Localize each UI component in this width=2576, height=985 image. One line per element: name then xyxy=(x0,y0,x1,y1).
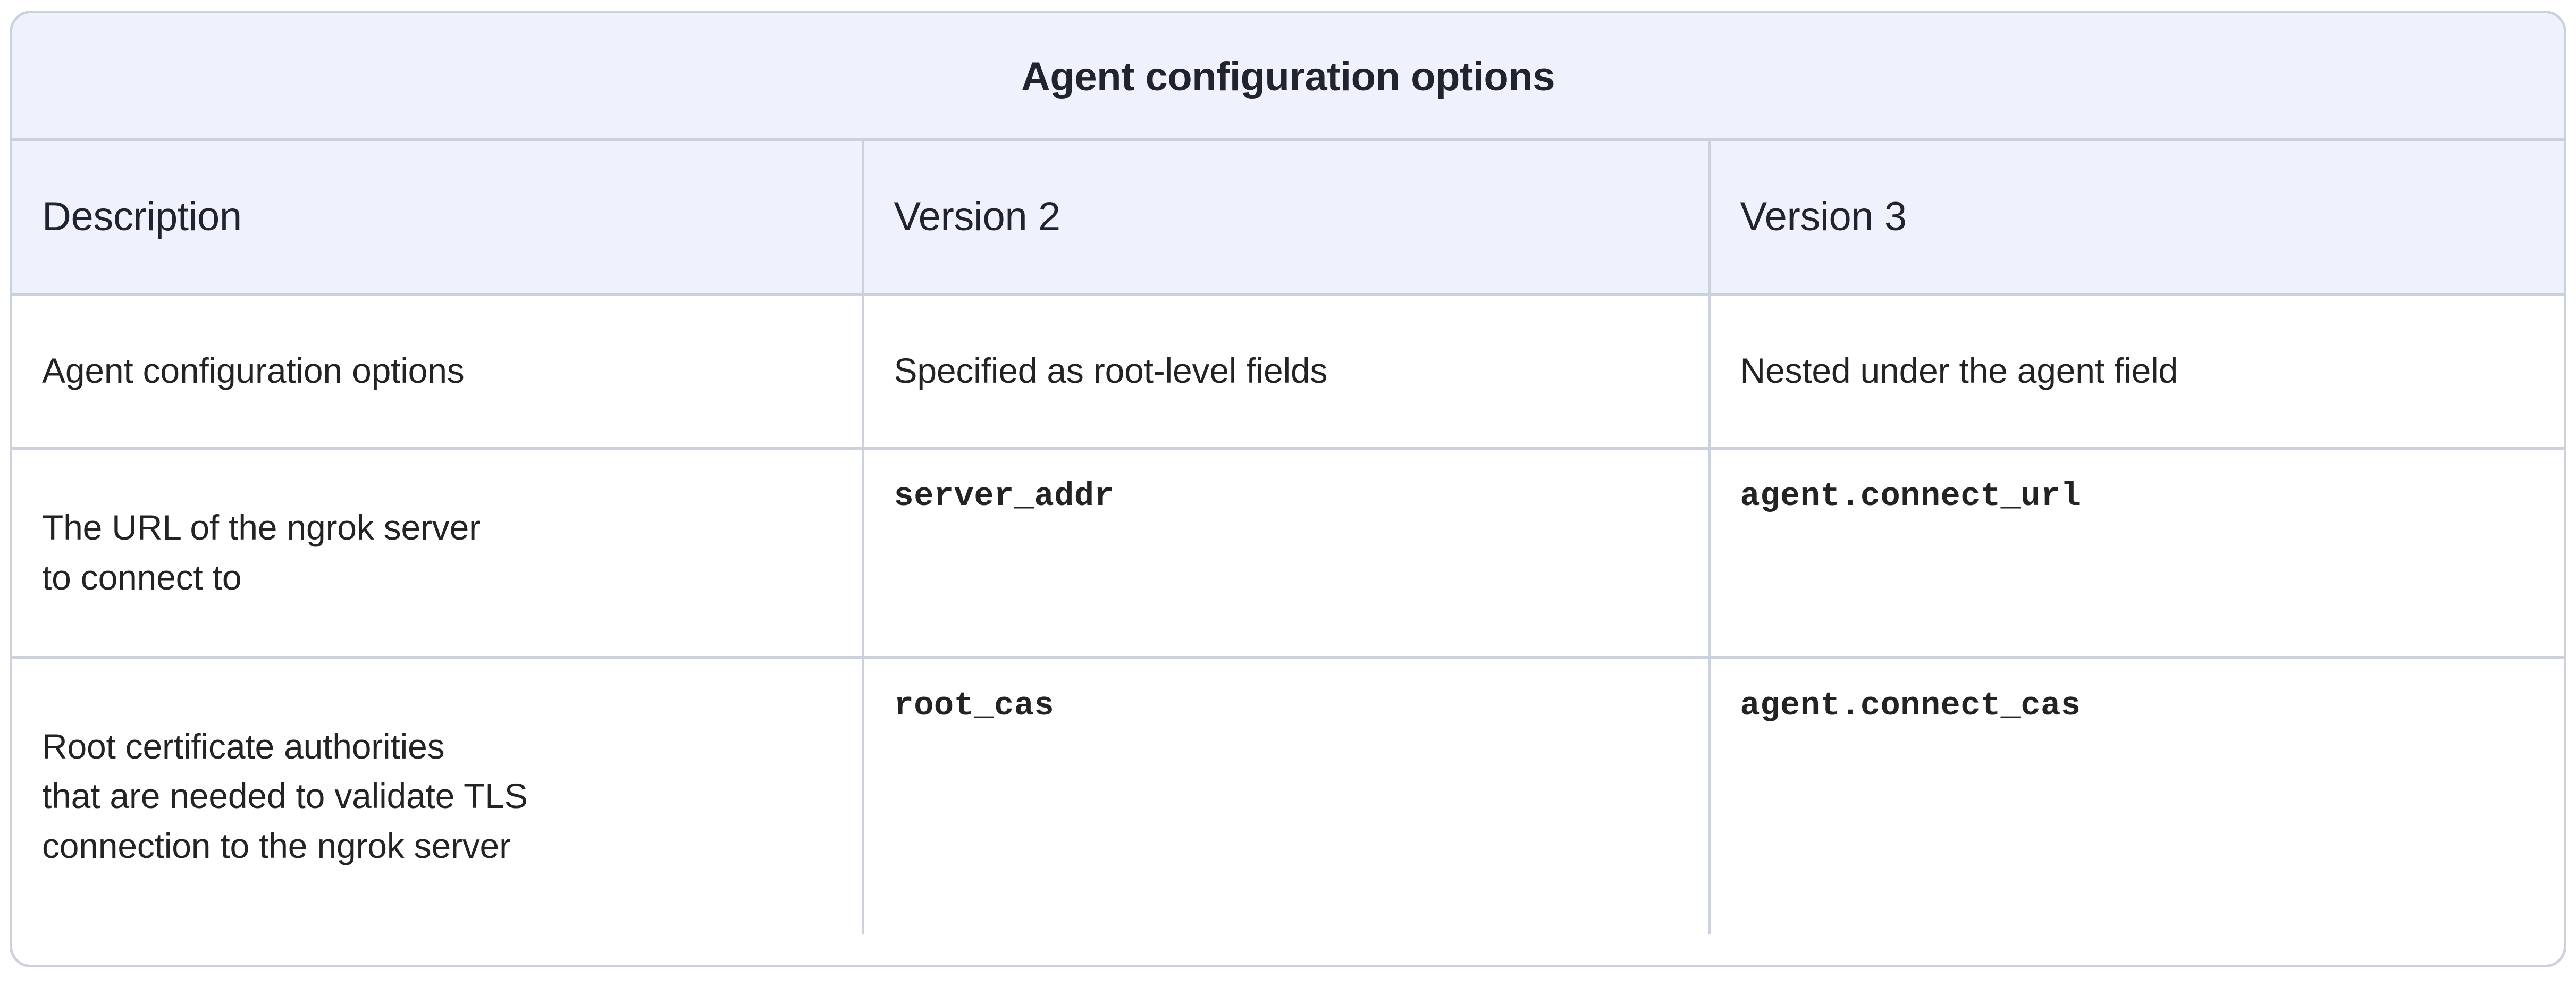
agent-configuration-table-frame: Agent configuration options Description … xyxy=(10,11,2566,967)
table-row: The URL of the ngrok server to connect t… xyxy=(12,448,2564,659)
column-header-version-3: Version 3 xyxy=(1709,141,2564,296)
description-line: that are needed to validate TLS xyxy=(42,776,528,816)
description-line: The URL of the ngrok server xyxy=(42,508,481,548)
cell-version-2: Specified as root-level fields xyxy=(863,294,1711,450)
description-line: to connect to xyxy=(42,558,242,597)
table-row: Root certificate authorities that are ne… xyxy=(12,658,2564,934)
table-body: Agent configuration options Specified as… xyxy=(12,294,2564,934)
description-line: connection to the ngrok server xyxy=(42,826,511,866)
agent-configuration-table: Agent configuration options Description … xyxy=(12,13,2564,934)
cell-description: Agent configuration options xyxy=(12,294,864,450)
cell-version-3: Nested under the agent field xyxy=(1709,294,2564,450)
cell-description: Root certificate authorities that are ne… xyxy=(12,658,864,934)
table-row: Agent configuration options Specified as… xyxy=(12,294,2564,450)
cell-version-3-code: agent.connect_url xyxy=(1709,448,2564,659)
column-header-description: Description xyxy=(12,141,864,296)
header-row: Description Version 2 Version 3 xyxy=(12,141,2564,296)
cell-version-2-code: server_addr xyxy=(863,448,1711,659)
column-header-version-2: Version 2 xyxy=(863,141,1711,296)
cell-description: The URL of the ngrok server to connect t… xyxy=(12,448,864,659)
table-caption: Agent configuration options xyxy=(12,13,2564,141)
description-line: Root certificate authorities xyxy=(42,726,445,766)
cell-version-2-code: root_cas xyxy=(863,658,1711,934)
description-line: Agent configuration options xyxy=(42,351,465,391)
table-header: Description Version 2 Version 3 xyxy=(12,141,2564,296)
cell-version-3-code: agent.connect_cas xyxy=(1709,658,2564,934)
